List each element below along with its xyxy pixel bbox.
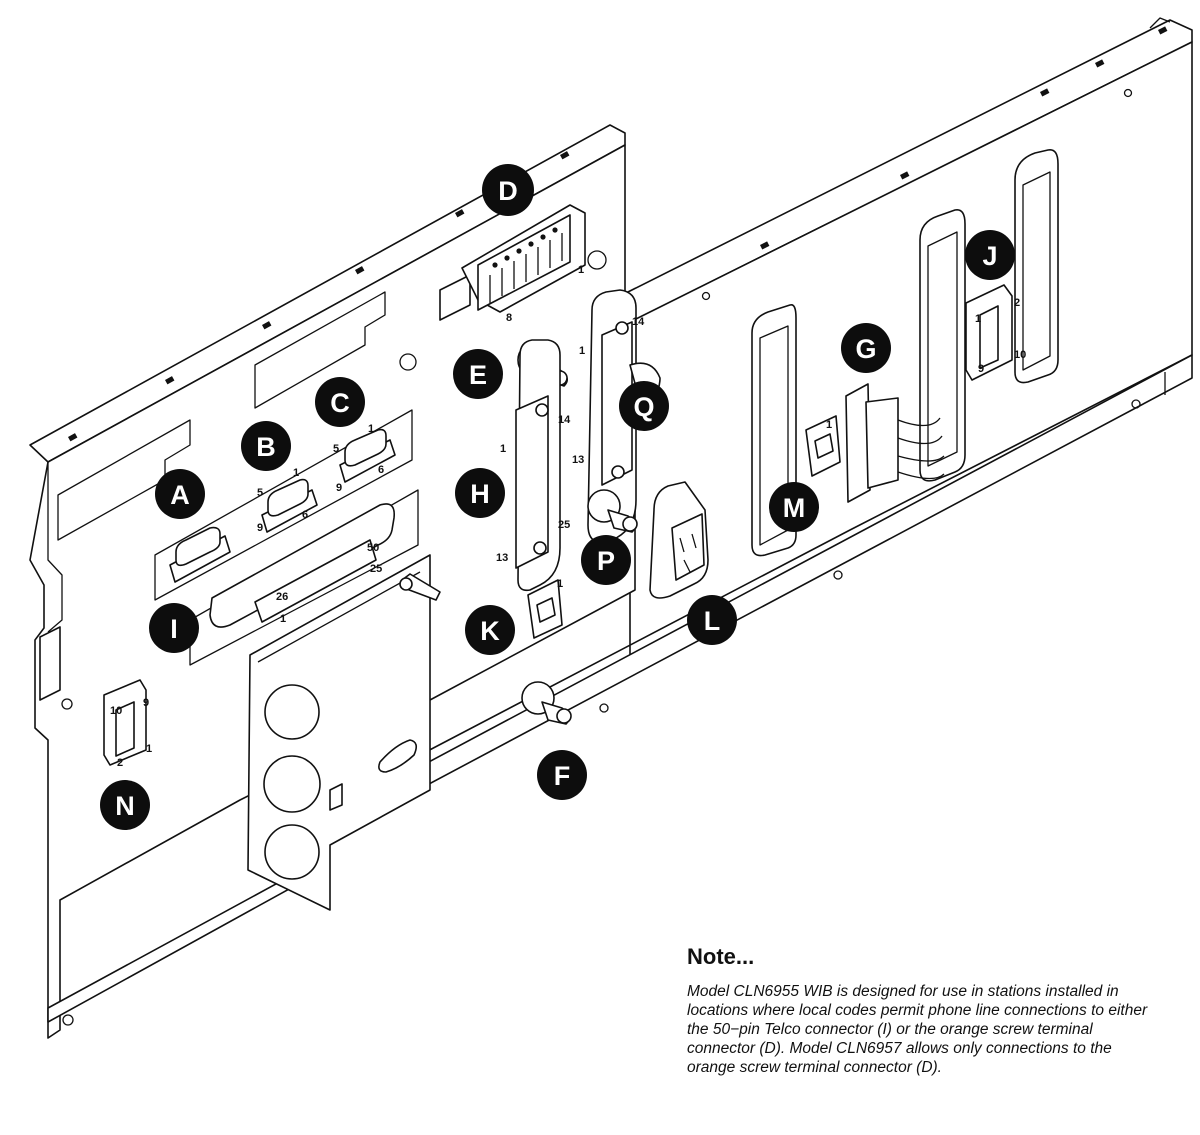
mounting-bracket [247, 554, 441, 911]
pin-label-n-2: 2 [117, 757, 123, 769]
svg-text:B: B [256, 432, 276, 462]
pin-label-b-9: 9 [257, 522, 263, 534]
pin-label-c-5: 5 [333, 443, 339, 455]
svg-text:P: P [597, 546, 615, 576]
callout-i: I [149, 603, 199, 653]
pin-label-h-14: 14 [558, 414, 571, 426]
pin-label-b-1: 1 [293, 467, 299, 479]
svg-text:E: E [469, 360, 487, 390]
callout-q: Q [619, 381, 669, 431]
pin-header-connector-h: 1 14 13 25 [496, 339, 571, 592]
embossed-slot-3 [1014, 148, 1059, 384]
pin-label-j-2: 2 [1014, 297, 1020, 309]
bnc-connector-f [521, 681, 572, 725]
pin-label-n-10: 10 [110, 705, 122, 717]
pin-label-j-9: 9 [978, 363, 984, 375]
callout-d: D [482, 164, 534, 216]
pin-label-i-50: 50 [367, 542, 379, 554]
callout-p: P [581, 535, 631, 585]
pin-label-k-1: 1 [557, 578, 563, 590]
pin-label-q-14: 14 [632, 316, 645, 328]
telco-50-pin-connector-i: 50 25 26 1 [209, 503, 396, 628]
callout-k: K [465, 605, 515, 655]
pin-label-i-25: 25 [370, 563, 382, 575]
note-body: Model CLN6955 WIB is designed for use in… [687, 983, 1148, 1076]
header-connector-j: 2 1 9 10 [965, 284, 1026, 381]
svg-text:J: J [982, 241, 997, 271]
note-box: Note... Model CLN6955 WIB is designed fo… [687, 944, 1167, 1077]
pin-label-m-1: 1 [826, 419, 832, 431]
header-connector-n: 10 9 2 1 [103, 679, 152, 769]
svg-text:Q: Q [633, 392, 654, 422]
svg-text:N: N [115, 791, 135, 821]
jack-connector-m: 1 [805, 415, 841, 477]
db9-connector-a [169, 526, 231, 583]
callout-g: G [841, 323, 891, 373]
svg-text:A: A [170, 480, 190, 510]
callout-m: M [769, 482, 819, 532]
pin-label-j-10: 10 [1014, 349, 1026, 361]
callout-n: N [100, 780, 150, 830]
cable-connector-g [845, 383, 945, 503]
pin-label-i-26: 26 [276, 591, 288, 603]
callout-l: L [687, 595, 737, 645]
pin-label-c-9: 9 [336, 482, 342, 494]
pin-label-i-1: 1 [280, 613, 286, 625]
pin-label-h-13: 13 [496, 552, 508, 564]
pin-label-c-6: 6 [378, 464, 384, 476]
svg-text:G: G [855, 334, 876, 364]
svg-text:K: K [480, 616, 500, 646]
svg-text:C: C [330, 388, 350, 418]
pin-label-h-1: 1 [500, 443, 506, 455]
note-title: Note... [687, 944, 755, 969]
callout-b: B [241, 421, 291, 471]
callout-a: A [155, 469, 205, 519]
pin-label-d-1: 1 [578, 264, 584, 276]
pin-label-b-6: 6 [302, 509, 308, 521]
db9-connector-c: 5 1 9 6 [333, 423, 396, 494]
pin-label-q-13: 13 [572, 454, 584, 466]
pin-label-j-1: 1 [975, 313, 981, 325]
callout-e: E [453, 349, 503, 399]
callout-c: C [315, 377, 365, 427]
pin-label-h-25: 25 [558, 519, 570, 531]
svg-text:F: F [554, 761, 571, 791]
jack-connector-k: 1 [527, 578, 563, 639]
pin-label-n-9: 9 [143, 697, 149, 709]
bnc-connector-p [587, 489, 638, 533]
pin-label-q-1: 1 [579, 345, 585, 357]
pin-label-d-8: 8 [506, 312, 512, 324]
screw-terminal-connector-d: 8 1 [439, 204, 586, 324]
pin-label-b-5: 5 [257, 487, 263, 499]
db9-connector-b: 5 1 9 6 [257, 467, 318, 534]
svg-text:I: I [170, 614, 178, 644]
callout-j: J [965, 230, 1015, 280]
embossed-slot-2 [919, 208, 966, 482]
power-inlet-l [649, 481, 709, 599]
svg-text:D: D [498, 176, 518, 206]
svg-text:L: L [704, 606, 721, 636]
svg-text:H: H [470, 479, 490, 509]
pin-label-c-1: 1 [368, 423, 374, 435]
callout-f: F [537, 750, 587, 800]
pin-label-n-1: 1 [146, 743, 152, 755]
svg-text:M: M [783, 493, 806, 523]
callout-h: H [455, 468, 505, 518]
